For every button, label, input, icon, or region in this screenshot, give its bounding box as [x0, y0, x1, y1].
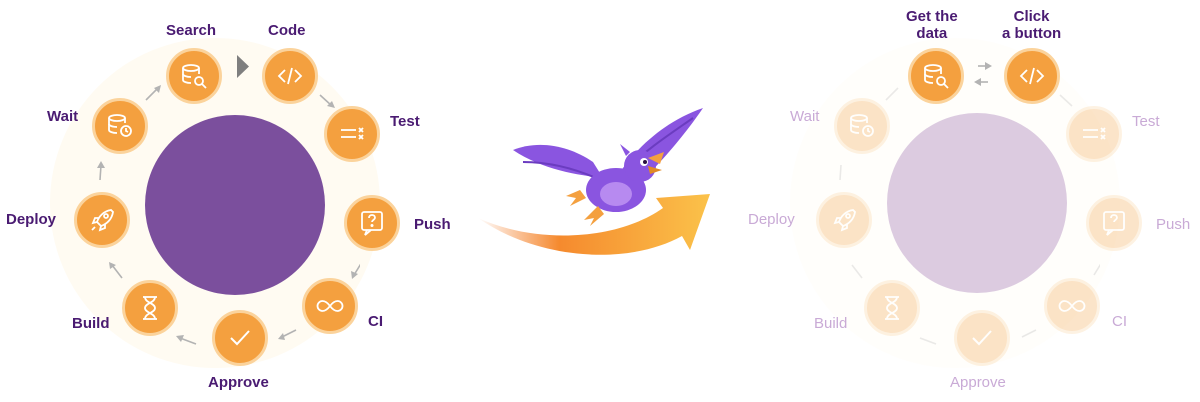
build-node: [864, 280, 920, 336]
ci-node: [302, 278, 358, 334]
get-data-node: [908, 48, 964, 104]
step-label-test: Test: [390, 113, 420, 130]
center-circle: [145, 115, 325, 295]
deploy-node: [74, 192, 130, 248]
hourglass-icon: [143, 296, 157, 320]
push-node: [344, 195, 400, 251]
step-label-ci: CI: [368, 313, 383, 330]
test-node: [1066, 106, 1122, 162]
center-circle: [887, 113, 1067, 293]
checkmark-icon: [230, 330, 250, 346]
ci-node: [1044, 278, 1100, 334]
step-label-deploy: Deploy: [748, 211, 795, 228]
test-node: [324, 106, 380, 162]
push-node: [1086, 195, 1142, 251]
step-label-wait: Wait: [47, 108, 79, 125]
checkmark-icon: [972, 330, 992, 346]
search-node: [166, 48, 222, 104]
code-icon: [1019, 67, 1045, 85]
wait-node: [834, 98, 890, 154]
step-label-approve: Approve: [208, 374, 269, 391]
approve-node: [212, 310, 268, 366]
database-search-icon: [182, 64, 207, 89]
step-label-push: Push: [1156, 216, 1191, 233]
push-question-icon: [1103, 211, 1125, 236]
step-label-code: Code: [268, 22, 306, 39]
flying-bird-mascot: [513, 108, 703, 226]
step-label-build: Build: [814, 315, 848, 332]
code-icon: [277, 67, 303, 85]
step-label-click-button: Click a button: [1002, 8, 1062, 42]
orange-gradient-arrow: [478, 194, 710, 255]
database-clock-icon: [108, 114, 132, 137]
rocket-icon: [91, 209, 114, 232]
wait-node: [92, 98, 148, 154]
simplified-process-cycle: Get the data Click a button Test Push CI…: [740, 0, 1190, 402]
hourglass-icon: [885, 296, 899, 320]
step-label-test: Test: [1132, 113, 1160, 130]
step-label-approve: Approve: [950, 374, 1006, 391]
approve-node: [954, 310, 1010, 366]
step-label-ci: CI: [1112, 313, 1127, 330]
step-label-get-data: Get the data: [906, 8, 958, 42]
infinity-icon: [316, 300, 344, 312]
test-list-icon: [1083, 127, 1106, 140]
step-label-search: Search: [166, 22, 217, 39]
rocket-icon: [833, 209, 856, 232]
test-list-icon: [341, 127, 364, 140]
build-node: [122, 280, 178, 336]
step-label-wait: Wait: [790, 108, 820, 125]
step-label-deploy: Deploy: [6, 211, 57, 228]
transition-graphic: [478, 80, 723, 280]
step-label-build: Build: [72, 315, 110, 332]
database-clock-icon: [850, 114, 874, 137]
code-node: [262, 48, 318, 104]
database-search-icon: [924, 64, 949, 89]
push-question-icon: [361, 211, 383, 236]
click-button-node: [1004, 48, 1060, 104]
infinity-icon: [1058, 300, 1086, 312]
step-label-push: Push: [414, 216, 451, 233]
deploy-node: [816, 192, 872, 248]
full-process-cycle: Search Code Test Push CI Approve Build D…: [0, 0, 451, 402]
